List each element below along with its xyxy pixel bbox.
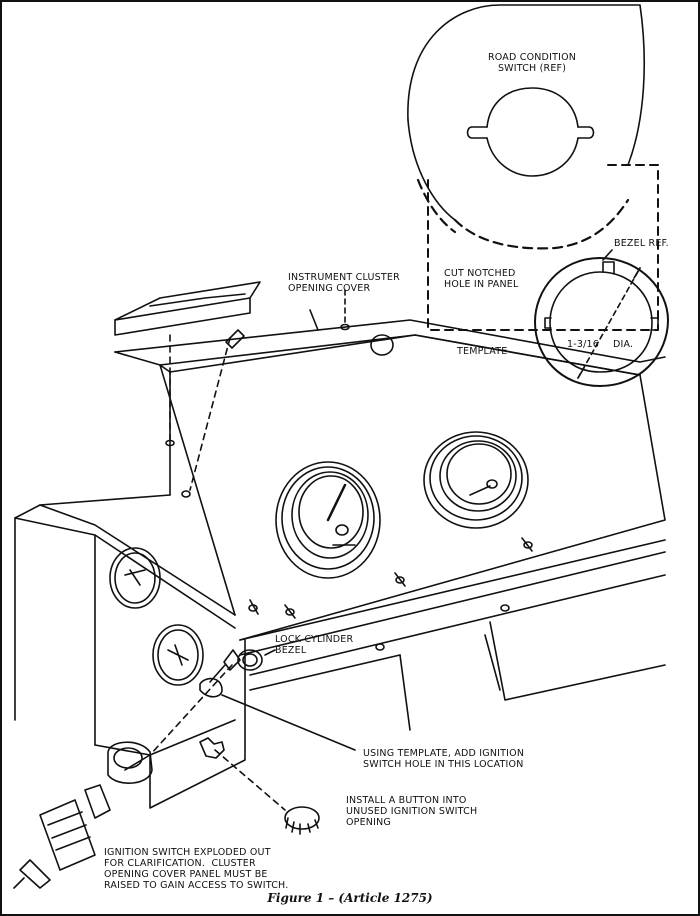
- cluster-screws: [181, 329, 533, 651]
- left-gauge-pod: [14, 494, 246, 809]
- road-switch-keyhole: [466, 87, 595, 177]
- diameter-unit-label: DIA.: [613, 339, 634, 350]
- fuel-gauge: [423, 431, 529, 529]
- speedometer-gauge: [275, 461, 381, 579]
- indicator-lamp: [370, 334, 394, 356]
- ignition-switch-exploded: [13, 741, 153, 889]
- cut-notched-hole-label: CUT NOTCHED HOLE IN PANEL: [444, 268, 519, 290]
- lock-cylinder-bezel-part: [199, 649, 276, 698]
- template-ring: [534, 249, 669, 387]
- cluster-face: [169, 334, 666, 731]
- cluster-opening-cover: [114, 281, 350, 447]
- using-template-label: USING TEMPLATE, ADD IGNITION SWITCH HOLE…: [363, 748, 525, 770]
- temperature-gauge: [152, 624, 204, 686]
- template-label: TEMPLATE: [457, 346, 508, 357]
- ignition-button-part: [199, 737, 320, 835]
- oil-pressure-gauge: [109, 547, 161, 609]
- bezel-ref-label: BEZEL REF.: [614, 238, 669, 249]
- road-condition-switch-label: ROAD CONDITION SWITCH (REF): [488, 52, 577, 74]
- lock-cylinder-bezel-label: LOCK CYLINDER BEZEL: [275, 634, 354, 656]
- diameter-value-label: 1-3/16: [567, 339, 600, 350]
- leader-lines: [149, 664, 356, 811]
- exploded-note-label: IGNITION SWITCH EXPLODED OUT FOR CLARIFI…: [104, 847, 289, 891]
- figure-caption: Figure 1 – (Article 1275): [267, 891, 433, 905]
- install-button-label: INSTALL A BUTTON INTO UNUSED IGNITION SW…: [346, 795, 478, 828]
- cluster-opening-cover-label: INSTRUMENT CLUSTER OPENING COVER: [288, 272, 400, 294]
- road-condition-switch-outline: [407, 4, 645, 250]
